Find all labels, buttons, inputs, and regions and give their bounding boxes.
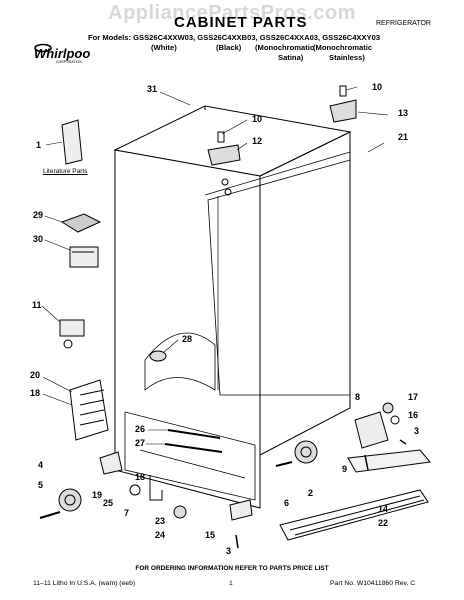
part-28 <box>149 350 167 362</box>
part-25 <box>129 484 141 496</box>
callout-21: 21 <box>398 132 409 142</box>
callout-10-center: 10 <box>252 114 263 124</box>
callout-19: 19 <box>92 490 103 500</box>
ordering-note: FOR ORDERING INFORMATION REFER TO PARTS … <box>135 565 329 572</box>
brand-name: Whirlpool <box>34 46 90 61</box>
part-26 <box>167 429 221 439</box>
callout-22: 22 <box>378 518 389 528</box>
callout-17: 17 <box>408 392 419 402</box>
part-8 <box>354 411 389 449</box>
callout-8: 8 <box>355 392 361 402</box>
models-line: For Models: GSS26C4XXW03, GSS26C4XXB03, … <box>88 33 381 42</box>
part-27 <box>164 443 223 453</box>
part-2-roller <box>294 440 318 464</box>
part-5-screw <box>39 511 61 519</box>
brand-sub: CORPORATION <box>56 60 82 64</box>
part-22-base <box>279 489 429 541</box>
top-hinge-center <box>207 131 241 196</box>
callout-15: 15 <box>205 530 216 540</box>
part-17 <box>382 402 394 414</box>
part-9 <box>364 454 369 471</box>
literature-parts-label: Literature Parts <box>43 168 88 175</box>
part-6-screw <box>275 461 293 467</box>
category-label: REFRIGERATOR <box>376 20 431 27</box>
part-30 <box>69 246 99 268</box>
part-7-tube <box>149 475 163 501</box>
callout-12: 12 <box>252 136 263 146</box>
callout-26: 26 <box>135 424 146 434</box>
part-3-bottom <box>235 534 239 549</box>
callout-23: 23 <box>155 516 166 526</box>
part-24 <box>173 505 187 519</box>
part-14-grille <box>347 449 431 473</box>
callout-27: 27 <box>135 438 146 448</box>
callout-18-bottom: 18 <box>135 472 146 482</box>
part-19 <box>99 451 123 475</box>
variant-stainless: Stainless) <box>329 53 365 62</box>
cabinet-shell <box>113 105 352 509</box>
top-hinge-right <box>329 85 357 123</box>
callout-2: 2 <box>308 488 314 498</box>
callout-20: 20 <box>30 370 41 380</box>
variant-black: (Black) <box>216 43 242 52</box>
page-title: CABINET PARTS <box>174 14 308 31</box>
callout-1: 1 <box>36 140 42 150</box>
callout-30: 30 <box>33 234 44 244</box>
callout-13: 13 <box>398 108 409 118</box>
part-16 <box>390 415 400 425</box>
page-number: 1 <box>229 580 233 587</box>
callout-7: 7 <box>124 508 130 518</box>
variant-satina: Satina) <box>278 53 304 62</box>
callout-18-left: 18 <box>30 388 41 398</box>
litho-info: 11–11 Litho In U.S.A. (wam) (eeb) <box>33 580 136 587</box>
watermark: AppliancePartsPros.com <box>108 2 356 24</box>
callout-28: 28 <box>182 334 193 344</box>
whirlpool-logo: Whirlpool CORPORATION <box>34 42 94 69</box>
variant-white: (White) <box>151 43 177 52</box>
callout-3-right: 3 <box>414 426 420 436</box>
callout-3-bottom: 3 <box>226 546 232 556</box>
callout-9: 9 <box>342 464 348 474</box>
part-15 <box>229 499 253 521</box>
callout-4: 4 <box>38 460 44 470</box>
callout-25: 25 <box>103 498 114 508</box>
callout-11: 11 <box>32 300 42 310</box>
part-11 <box>59 319 85 349</box>
part-number: Part No. W10411860 Rev. C <box>330 580 416 587</box>
callout-10-right: 10 <box>372 82 383 92</box>
callout-31: 31 <box>147 84 158 94</box>
callout-29: 29 <box>33 210 44 220</box>
variant-mono-y: (Monochromatic <box>313 43 373 52</box>
callout-14: 14 <box>378 504 389 514</box>
part-29 <box>60 213 102 233</box>
part-4-roller <box>58 488 82 512</box>
callout-24: 24 <box>155 530 166 540</box>
callout-16: 16 <box>408 410 419 420</box>
callout-6: 6 <box>284 498 290 508</box>
callout-5: 5 <box>38 480 44 490</box>
literature-parts <box>61 119 83 165</box>
part-20 <box>69 379 109 441</box>
variant-mono-a: (Monochromatic <box>255 43 315 52</box>
part-3-right <box>399 439 407 445</box>
